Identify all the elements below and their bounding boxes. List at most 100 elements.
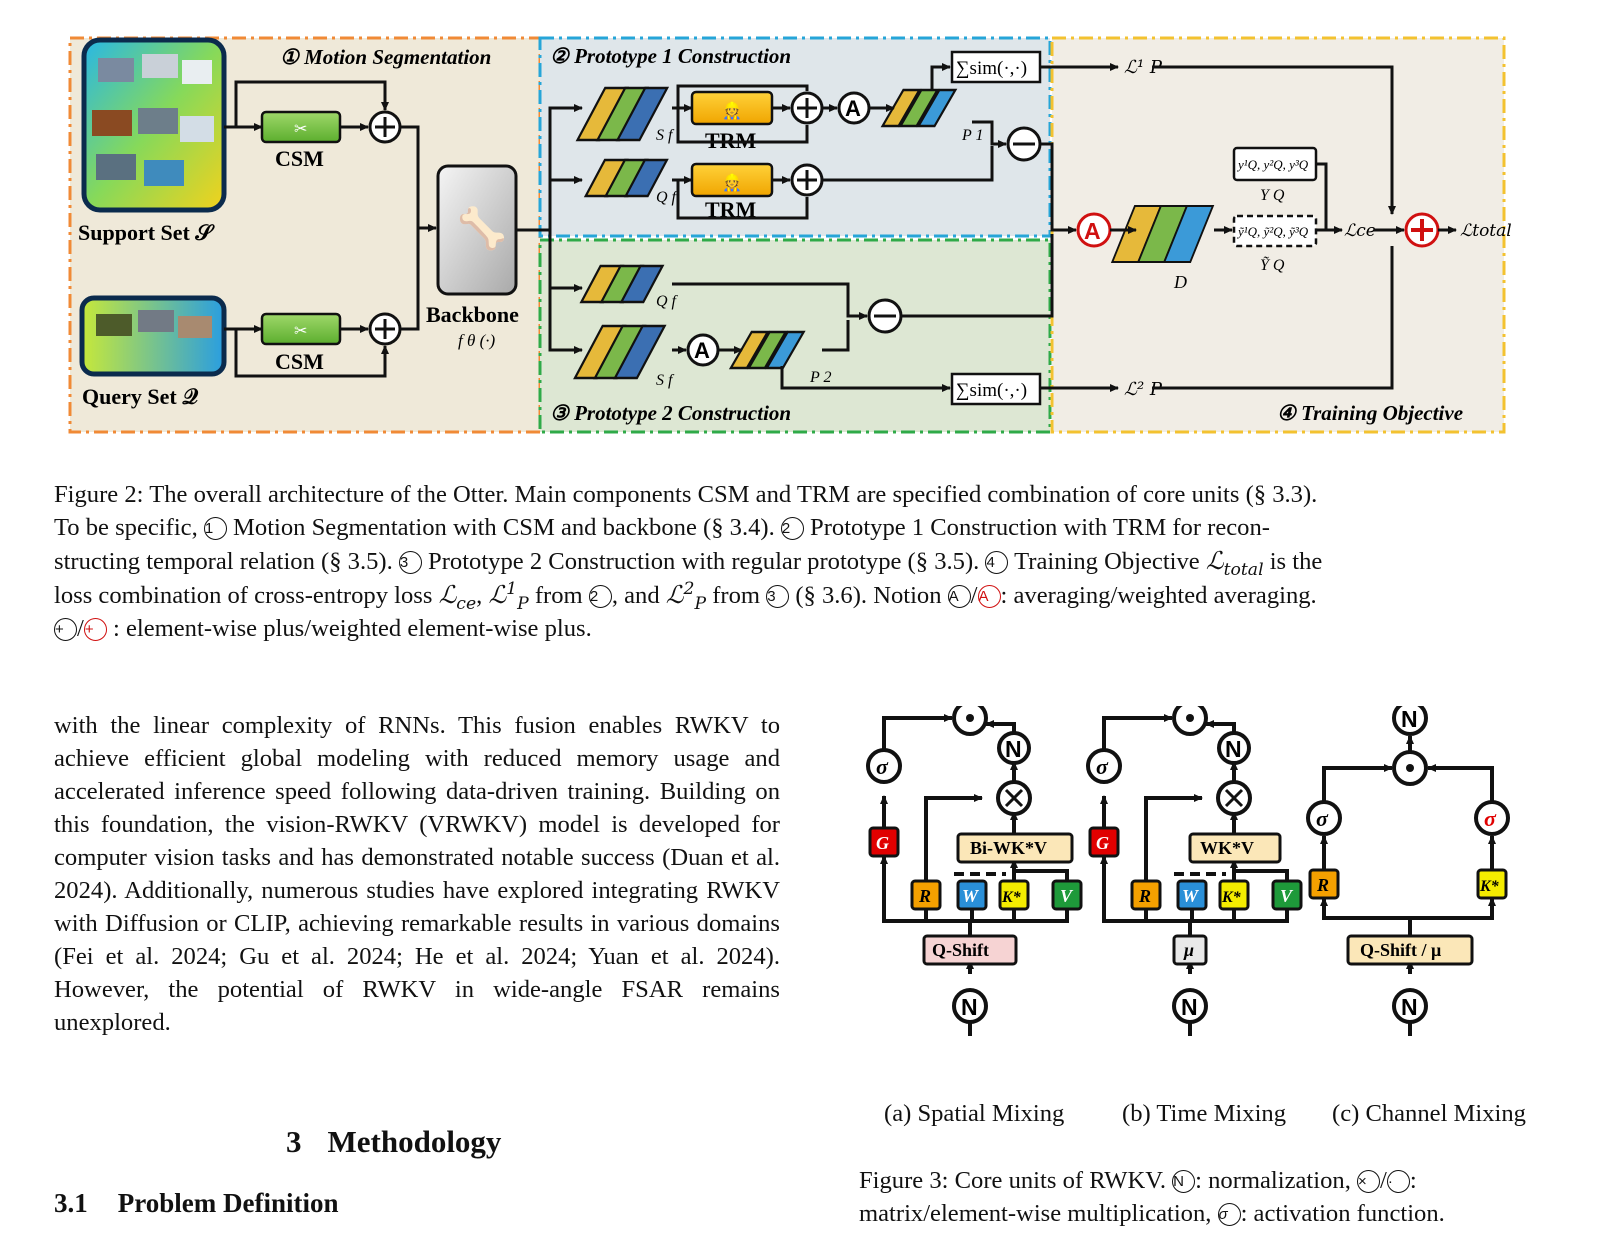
elementwise-multiply-icon <box>952 706 988 736</box>
normalization-icon: N <box>1392 706 1428 736</box>
svg-text:K*: K* <box>1001 889 1022 906</box>
plus-icon: + <box>54 618 77 641</box>
svg-text:σ: σ <box>1484 806 1497 831</box>
v-box: V <box>1051 879 1083 911</box>
lp2-label: ℒ² P <box>1124 379 1163 400</box>
feature-stack-sf-2 <box>573 324 667 380</box>
minus-circle-icon <box>1006 126 1042 162</box>
body-paragraph: with the linear complexity of RNNs. This… <box>54 712 780 1036</box>
p2-label: P 2 <box>809 369 831 386</box>
panel-title-1: ① Motion Segmentation <box>280 45 491 69</box>
plus-circle-icon <box>790 163 824 197</box>
plus-circle-icon <box>368 312 402 346</box>
svg-text:Q-Shift / μ: Q-Shift / μ <box>1360 940 1441 960</box>
svg-text:N: N <box>1401 706 1418 732</box>
p1-label: P 1 <box>961 127 983 144</box>
normalization-icon: N <box>997 731 1031 765</box>
query-set-label: Query Set 𝒬 <box>82 384 198 409</box>
circled-number: 4 <box>985 551 1009 574</box>
svg-text:A: A <box>845 96 861 121</box>
matrix-multiply-icon: × <box>1357 1170 1380 1193</box>
subcaption-b: (b) Time Mixing <box>1122 1100 1286 1127</box>
svg-text:R: R <box>918 886 931 906</box>
channel-mixing-unit: N σ σ R K* Q-Shift / μ N <box>1306 706 1510 1036</box>
time-mixing-unit: N σ G WK*V R W K* <box>1086 706 1303 1036</box>
sigma-icon: σ <box>1306 800 1342 836</box>
svg-text:K*: K* <box>1221 889 1242 906</box>
backbone-function: f θ (·) <box>458 331 495 350</box>
averaging-icon: A <box>686 333 720 367</box>
weighted-averaging-icon: A <box>1076 212 1112 248</box>
panel-title-3: ③ Prototype 2 Construction <box>550 401 791 425</box>
l-p2-symbol: ℒ2P <box>665 578 707 614</box>
sigma-icon-red: σ <box>1474 800 1510 836</box>
sigma-icon: σ <box>1086 748 1122 784</box>
sigma-icon: σ <box>1217 1203 1241 1226</box>
svg-text:R: R <box>1316 875 1329 895</box>
svg-text:V: V <box>1280 886 1294 906</box>
matrix-multiply-icon <box>996 780 1032 816</box>
normalization-icon: N <box>1392 988 1428 1024</box>
subcaption-c: (c) Channel Mixing <box>1332 1100 1526 1127</box>
prototype-p2 <box>728 330 806 370</box>
figure-2-architecture: ① Motion Segmentation ② Prototype 1 Cons… <box>68 36 1512 434</box>
yq-hat-label: Ỹ Q <box>1260 256 1285 274</box>
svg-text:A: A <box>1084 218 1101 244</box>
normalization-icon: N <box>1217 731 1251 765</box>
svg-text:σ: σ <box>876 754 889 779</box>
ltotal-label: ℒtotal <box>1460 221 1512 241</box>
weighted-plus-icon: + <box>83 618 107 641</box>
csm-label-query: CSM <box>275 349 324 374</box>
svg-text:N: N <box>1005 736 1022 762</box>
plus-circle-icon <box>368 110 402 144</box>
l-total-symbol: ℒtotal <box>1205 546 1264 580</box>
panel-title-2: ② Prototype 1 Construction <box>550 44 791 68</box>
circled-number: 3 <box>398 551 422 574</box>
trm-icon: 👷 <box>722 101 742 120</box>
svg-text:N: N <box>1225 736 1242 762</box>
v-box: V <box>1271 879 1303 911</box>
svg-text:σ: σ <box>1096 754 1109 779</box>
trm-icon: 👷 <box>722 173 742 192</box>
sf-label: S f <box>656 127 675 144</box>
wkv-box: WK*V <box>1188 832 1282 864</box>
spatial-mixing-unit: N σ G Bi-WK*V R W K* <box>866 706 1083 1036</box>
yq-label: Y Q <box>1260 187 1285 204</box>
feature-stack-qf-1 <box>583 158 669 198</box>
csm-icon: ✂ <box>294 323 307 340</box>
sf-label: S f <box>656 372 675 389</box>
minus-circle-icon <box>867 298 903 334</box>
k-box: K* <box>998 879 1030 911</box>
circled-number: 3 <box>766 585 790 608</box>
figure-3-rwkv-units: N σ G Bi-WK*V R W K* <box>866 706 1510 1036</box>
svg-text:σ: σ <box>1316 806 1329 831</box>
sim-label-1: ∑sim(·,·) <box>956 58 1027 79</box>
lp1-label: ℒ¹ P <box>1124 57 1163 78</box>
lce-label: ℒce <box>1344 221 1376 241</box>
k-box: K* <box>1476 868 1508 900</box>
svg-text:N: N <box>1401 994 1418 1020</box>
plus-circle-icon <box>790 91 824 125</box>
feature-stack-qf-2 <box>579 264 665 304</box>
svg-text:W: W <box>1182 886 1200 906</box>
bone-icon: 🦴 <box>457 204 507 251</box>
r-box: R <box>910 879 942 911</box>
svg-text:V: V <box>1060 886 1074 906</box>
svg-text:G: G <box>1096 833 1109 853</box>
q-shift-mu-box: Q-Shift / μ <box>1346 934 1474 966</box>
svg-text:W: W <box>962 886 980 906</box>
csm-label-support: CSM <box>275 146 324 171</box>
backbone-label: Backbone <box>426 302 519 327</box>
normalization-icon: N <box>1172 1170 1196 1193</box>
averaging-icon: A <box>947 585 971 608</box>
svg-text:A: A <box>694 338 710 363</box>
circled-number: 2 <box>588 585 612 608</box>
qf-label: Q f <box>656 293 679 310</box>
yq-hat-values: ỹ¹Q, ỹ²Q, ỹ³Q <box>1236 224 1309 239</box>
d-label: D <box>1173 272 1187 292</box>
svg-text:G: G <box>876 833 889 853</box>
l-ce-symbol: ℒce <box>438 580 477 614</box>
svg-text:Bi-WK*V: Bi-WK*V <box>970 838 1047 858</box>
